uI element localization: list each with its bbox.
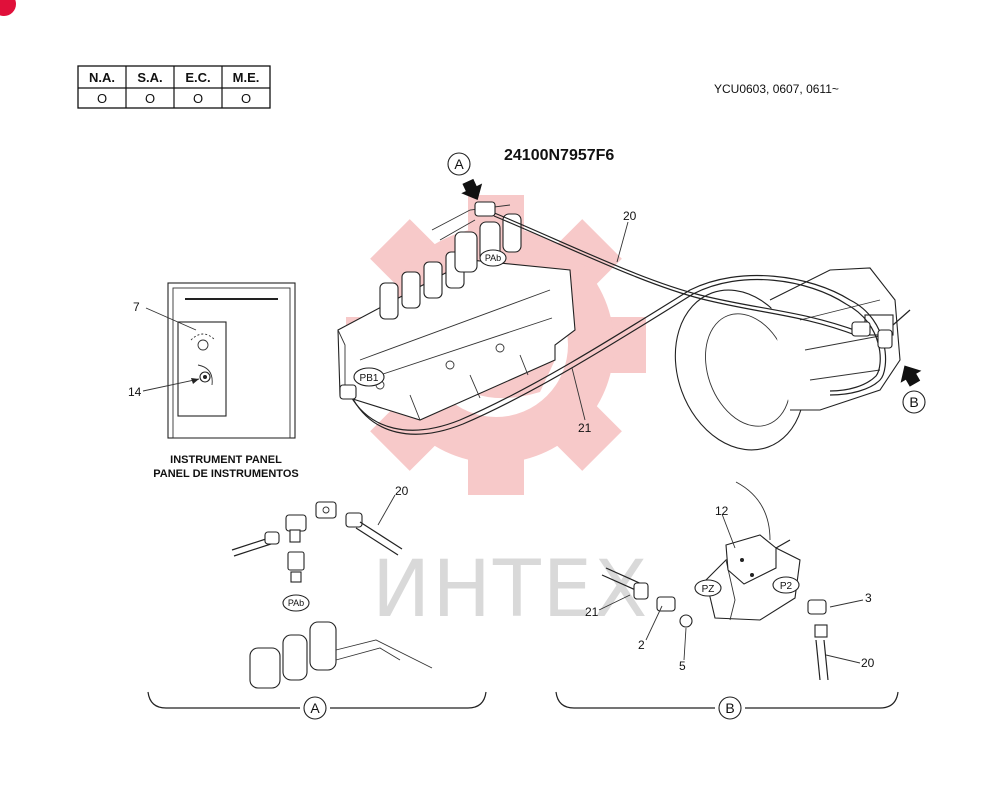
- table-header-me: M.E.: [233, 70, 260, 85]
- callout-5: 5: [679, 659, 686, 673]
- view-marker-a-main: A: [447, 152, 483, 200]
- table-mark-ec: O: [193, 91, 203, 106]
- instrument-panel-drawing: [167, 282, 296, 439]
- callout-12: 12: [715, 504, 729, 518]
- leader-line-21-main: [571, 367, 586, 421]
- callout-20-detail-b: 20: [861, 656, 875, 670]
- callout-3: 3: [865, 591, 872, 605]
- detail-b-drawing: [601, 481, 829, 681]
- detail-a-bracket: A: [147, 691, 487, 720]
- leader-line-20-detail-a: [377, 494, 396, 526]
- table-mark-na: O: [97, 91, 107, 106]
- view-marker-b-main: B: [900, 365, 926, 414]
- watermark-text: ИНТЕХ: [372, 545, 649, 635]
- port-pab-detail: PAb: [282, 594, 310, 612]
- callout-21-main: 21: [578, 421, 592, 435]
- callout-21-detail-b: 21: [585, 605, 599, 619]
- callout-20-detail-a: 20: [395, 484, 409, 498]
- view-marker-a-detail-label: A: [310, 700, 320, 716]
- port-pab-main: PAb: [479, 249, 507, 267]
- port-pb1: PB1: [353, 367, 385, 387]
- port-pab-detail-label: PAb: [288, 598, 304, 608]
- table-header-ec: E.C.: [185, 70, 210, 85]
- pump-assembly-drawing: [674, 267, 911, 451]
- callout-14: 14: [128, 385, 142, 399]
- leader-line-5: [683, 627, 687, 661]
- port-p2-label: P2: [780, 581, 793, 592]
- port-pb1-label: PB1: [360, 373, 379, 384]
- table-mark-me: O: [241, 91, 251, 106]
- instrument-panel-label-es: PANEL DE INSTRUMENTOS: [153, 468, 298, 480]
- leader-line-3: [829, 599, 864, 608]
- leader-line-20-detail-b: [825, 654, 861, 664]
- corner-mark: [0, 0, 16, 16]
- callout-7: 7: [133, 300, 140, 314]
- callout-2: 2: [638, 638, 645, 652]
- leader-line-20-main: [616, 221, 629, 263]
- fittings-main: [339, 201, 893, 400]
- part-number-title: 24100N7957F6: [504, 147, 614, 164]
- hose-20-main: [491, 211, 861, 337]
- detail-b-bracket: B: [555, 691, 899, 720]
- port-pz: PZ: [694, 579, 722, 597]
- instrument-panel-label-en: INSTRUMENT PANEL: [170, 454, 282, 466]
- leader-line-12: [721, 513, 736, 549]
- control-valve-drawing: [337, 204, 576, 421]
- callout-20-main: 20: [623, 209, 637, 223]
- leader-line-14: [142, 378, 200, 392]
- table-header-sa: S.A.: [137, 70, 162, 85]
- table-header-na: N.A.: [89, 70, 115, 85]
- table-mark-sa: O: [145, 91, 155, 106]
- leader-line-21-detail-b: [598, 594, 631, 611]
- detail-a-drawing: [231, 501, 433, 689]
- hose-21-main: [349, 274, 887, 435]
- port-p2: P2: [772, 576, 800, 594]
- applicability-table: N.A. S.A. E.C. M.E. O O O O: [77, 65, 271, 109]
- view-marker-a-main-label: A: [454, 156, 464, 172]
- serial-range: YCU0603, 0607, 0611~: [714, 82, 839, 96]
- leader-line-2: [645, 605, 663, 641]
- port-pab-main-label: PAb: [485, 253, 501, 263]
- leader-line-7: [145, 307, 197, 331]
- arrowhead-14: [191, 378, 199, 384]
- view-marker-b-detail-label: B: [725, 700, 734, 716]
- port-pz-label: PZ: [702, 584, 715, 595]
- view-marker-b-main-label: B: [909, 394, 918, 410]
